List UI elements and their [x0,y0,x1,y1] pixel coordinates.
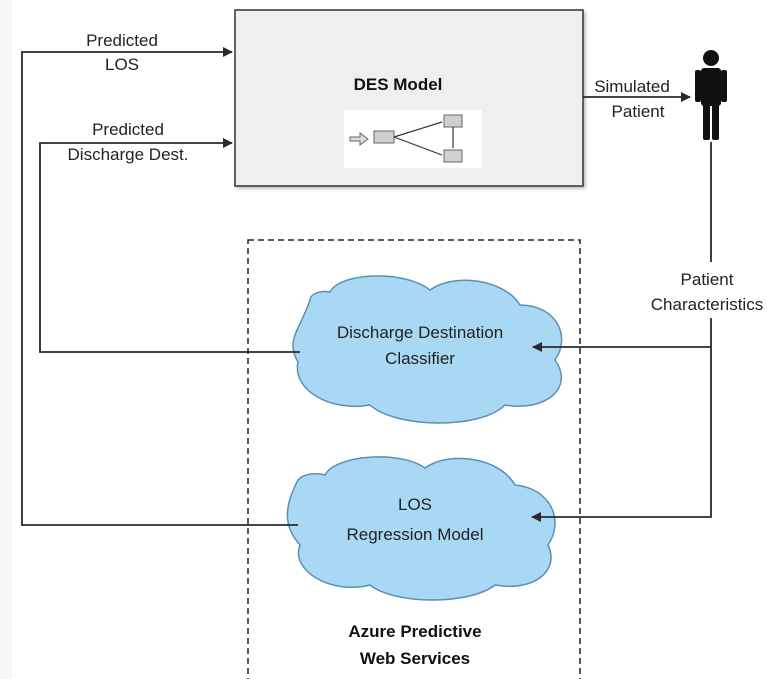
edge-patient-characteristics-label-line1: Patient [681,270,734,289]
des-model-title: DES Model [354,75,443,94]
edge-simulated-patient-label-line1: Simulated [594,77,670,96]
azure-services-container [247,239,581,679]
azure-label-line2: Web Services [360,649,470,668]
edge-predicted-discharge-label-line1: Predicted [92,120,164,139]
edge-predicted-discharge-label-line2: Discharge Dest. [68,145,189,164]
azure-label-line1: Azure Predictive [348,622,481,641]
regression-label-line2: Regression Model [346,525,483,544]
edge-predicted-los [21,47,298,526]
classifier-cloud [292,275,563,424]
edge-predicted-discharge [39,138,300,353]
flowchart-icon [344,110,482,168]
regression-label-line1: LOS [398,495,432,514]
classifier-label-line2: Classifier [385,349,455,368]
edge-simulated-patient-label-line2: Patient [612,102,665,121]
classifier-label-line1: Discharge Destination [337,323,503,342]
edge-predicted-los-label-line2: LOS [105,55,139,74]
edge-patient-characteristics-label-line2: Characteristics [651,295,763,314]
edge-predicted-los-label-line1: Predicted [86,31,158,50]
regression-cloud [286,456,556,601]
person-icon [695,50,727,140]
edge-patient-characteristics-to-regression [531,318,712,522]
